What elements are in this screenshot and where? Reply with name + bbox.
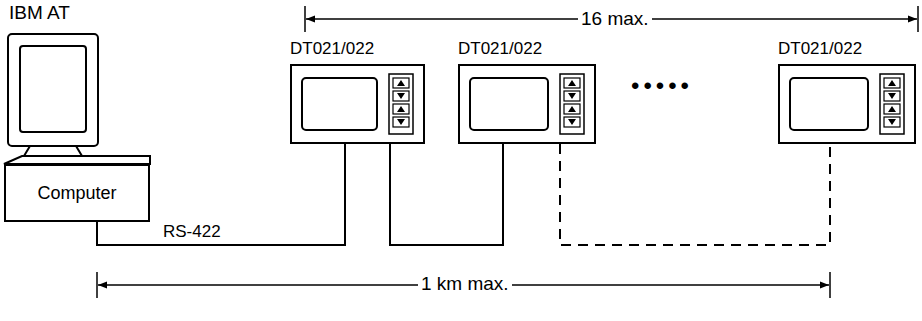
display-window: [302, 78, 377, 130]
device-name: DT021/022: [778, 38, 916, 64]
key-arrow: [397, 119, 405, 125]
key-button: [884, 117, 900, 127]
rs422-cable: [560, 144, 830, 245]
key-button: [564, 104, 580, 114]
interface-label: RS-422: [160, 222, 224, 242]
button-panel: [560, 74, 584, 134]
monitor-stand: [24, 146, 82, 156]
computer-label: Computer: [37, 183, 116, 204]
display-window: [790, 78, 868, 130]
key-arrow: [568, 93, 576, 99]
rs422-cable: [390, 144, 503, 245]
key-arrow: [888, 119, 896, 125]
device-face: [292, 66, 423, 142]
key-arrow: [568, 80, 576, 86]
key-button: [393, 117, 409, 127]
device-body: [778, 64, 916, 144]
dimension-label: 16 max.: [578, 8, 652, 30]
key-arrow: [568, 106, 576, 112]
dimension-16: [305, 6, 918, 32]
button-panel: [880, 74, 904, 134]
key-arrow: [888, 80, 896, 86]
key-button: [884, 104, 900, 114]
key-arrow: [888, 93, 896, 99]
device-face: [460, 66, 594, 142]
dimension-tick: [829, 272, 831, 298]
device-unit: DT021/022: [290, 38, 425, 144]
key-button: [564, 91, 580, 101]
device-name: DT021/022: [458, 38, 596, 64]
computer-box: Computer: [4, 164, 150, 222]
computer-top-face: [4, 156, 150, 164]
key-arrow: [397, 80, 405, 86]
device-body: [458, 64, 596, 144]
monitor-case: [8, 34, 98, 146]
key-button: [884, 78, 900, 88]
dimension-tick: [304, 6, 306, 32]
continuation-dots: •••••: [628, 72, 696, 100]
key-button: [564, 117, 580, 127]
key-button: [564, 78, 580, 88]
button-panel: [389, 74, 413, 134]
key-button: [884, 91, 900, 101]
key-arrow: [888, 106, 896, 112]
model-label: IBM AT: [6, 2, 73, 24]
device-face: [780, 66, 914, 142]
key-arrow: [397, 93, 405, 99]
dimension-1km: [97, 272, 830, 298]
key-arrow: [397, 106, 405, 112]
key-button: [393, 104, 409, 114]
monitor: [4, 34, 150, 164]
key-button: [393, 78, 409, 88]
key-button: [393, 91, 409, 101]
key-arrow: [568, 119, 576, 125]
dimension-label: 1 km max.: [418, 273, 512, 295]
device-name: DT021/022: [290, 38, 425, 64]
monitor-screen: [20, 46, 86, 132]
device-unit: DT021/022: [458, 38, 596, 144]
display-window: [470, 78, 548, 130]
device-body: [290, 64, 425, 144]
device-unit: DT021/022: [778, 38, 916, 144]
dimension-tick: [917, 6, 919, 32]
dimension-tick: [96, 272, 98, 298]
